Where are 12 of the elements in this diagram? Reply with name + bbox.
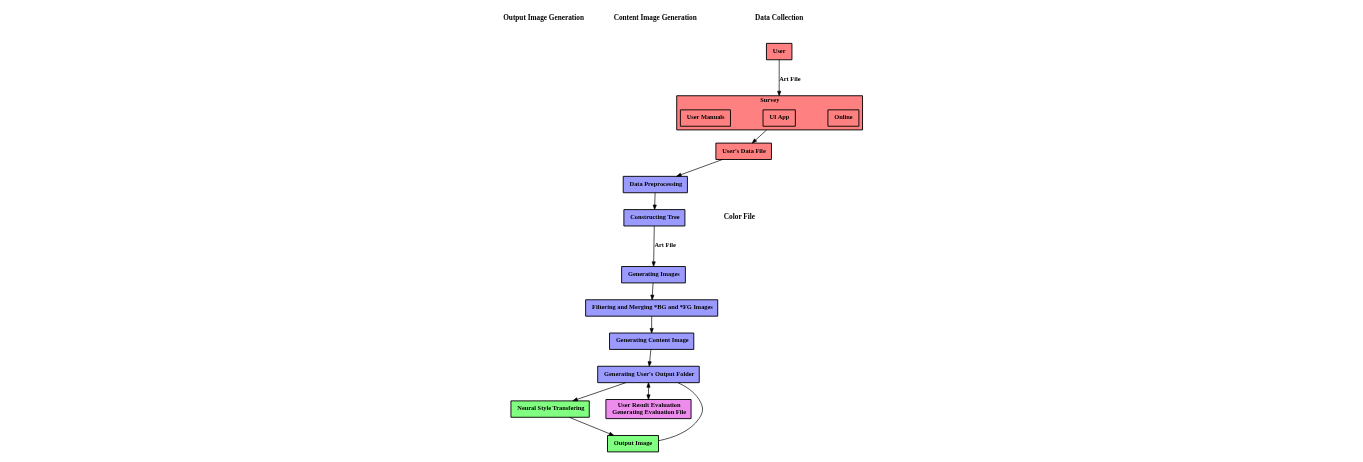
connector bbox=[658, 382, 703, 442]
arrow bbox=[676, 159, 723, 177]
arrow bbox=[651, 225, 656, 267]
arrow bbox=[650, 282, 655, 301]
arrow bbox=[572, 382, 627, 402]
arrow bbox=[569, 417, 615, 436]
arrow bbox=[646, 382, 651, 400]
arrow bbox=[751, 129, 767, 144]
arrow bbox=[647, 349, 652, 367]
arrow bbox=[652, 192, 657, 210]
arrow bbox=[649, 315, 654, 334]
arrow bbox=[777, 59, 782, 97]
